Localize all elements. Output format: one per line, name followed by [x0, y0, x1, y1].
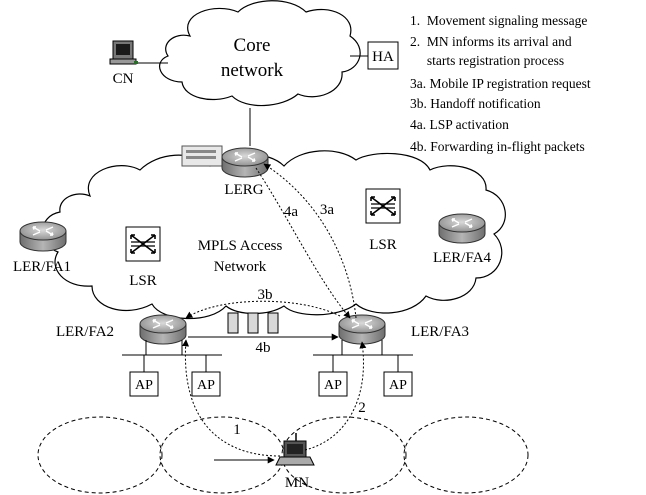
legend-item: starts registration process	[410, 53, 564, 68]
lsr-right-switch-icon	[365, 188, 401, 224]
coverage-cell	[403, 416, 529, 494]
arrow-3a	[263, 163, 357, 319]
ler-fa2-label: LER/FA2	[56, 324, 114, 340]
legend-item: 4b. Forwarding in-flight packets	[410, 139, 585, 154]
ha-box	[367, 41, 399, 70]
legend-item: 3a. Mobile IP registration request	[410, 76, 591, 91]
lsr-left-label: LSR	[129, 273, 157, 289]
ler-fa3-label: LER/FA3	[411, 324, 469, 340]
core-network-label-2: network	[221, 60, 284, 81]
lsr-left-switch-icon	[125, 226, 161, 262]
packet	[267, 312, 279, 334]
ler-fa1-router-icon	[19, 221, 67, 252]
ler-fa4-label: LER/FA4	[433, 250, 492, 266]
coverage-cell	[159, 416, 285, 494]
ap-box	[191, 371, 221, 397]
ha-label: HA	[372, 49, 394, 65]
ap-box	[129, 371, 159, 397]
ap-label: AP	[135, 378, 153, 393]
mn-label: MN	[285, 475, 309, 491]
ap-label: AP	[324, 378, 342, 393]
arrow-3b	[185, 300, 341, 319]
arrow-1	[182, 339, 281, 457]
legend-item: 3b. Handoff notification	[410, 96, 541, 111]
ap-label: AP	[197, 378, 215, 393]
mpls-access-cloud	[41, 150, 506, 320]
arrow-2-label: 2	[358, 400, 366, 416]
legend: 1. Movement signaling message 2. MN info…	[410, 13, 591, 154]
packet	[227, 312, 239, 334]
mn-laptop-icon	[275, 433, 315, 466]
coverage-cell	[37, 416, 163, 494]
ler-fa2-router-icon	[139, 314, 187, 345]
packet	[247, 312, 259, 334]
access-network-label-2: Network	[214, 259, 267, 275]
lerg-label: LERG	[224, 182, 263, 198]
legend-item: 2. MN informs its arrival and	[410, 34, 572, 49]
arrow-2	[304, 341, 367, 451]
ap-box	[383, 371, 413, 397]
ap-box	[318, 371, 348, 397]
ler-fa1-label: LER/FA1	[13, 259, 71, 275]
legend-item: 4a. LSP activation	[410, 117, 509, 132]
lerg-card-icon	[181, 145, 223, 167]
ap-label: AP	[389, 378, 407, 393]
arrow-4a	[255, 167, 351, 319]
cn-label: CN	[113, 71, 134, 87]
arrow-3a-label: 3a	[320, 202, 335, 218]
cn-computer-icon	[109, 40, 138, 65]
ler-fa4-router-icon	[438, 213, 486, 244]
core-network-label-1: Core	[234, 35, 271, 56]
arrow-4b-label: 4b	[256, 340, 271, 356]
coverage-cell	[281, 416, 407, 494]
legend-item: 1. Movement signaling message	[410, 13, 587, 28]
lerg-router-icon	[221, 147, 269, 178]
access-network-label-1: MPLS Access	[198, 238, 283, 254]
lsr-right-label: LSR	[369, 237, 397, 253]
arrow-1-label: 1	[233, 422, 241, 438]
core-network-cloud	[159, 0, 361, 107]
arrow-4a-label: 4a	[284, 204, 299, 220]
arrow-3b-label: 3b	[258, 287, 273, 303]
ler-fa3-router-icon	[338, 314, 386, 345]
